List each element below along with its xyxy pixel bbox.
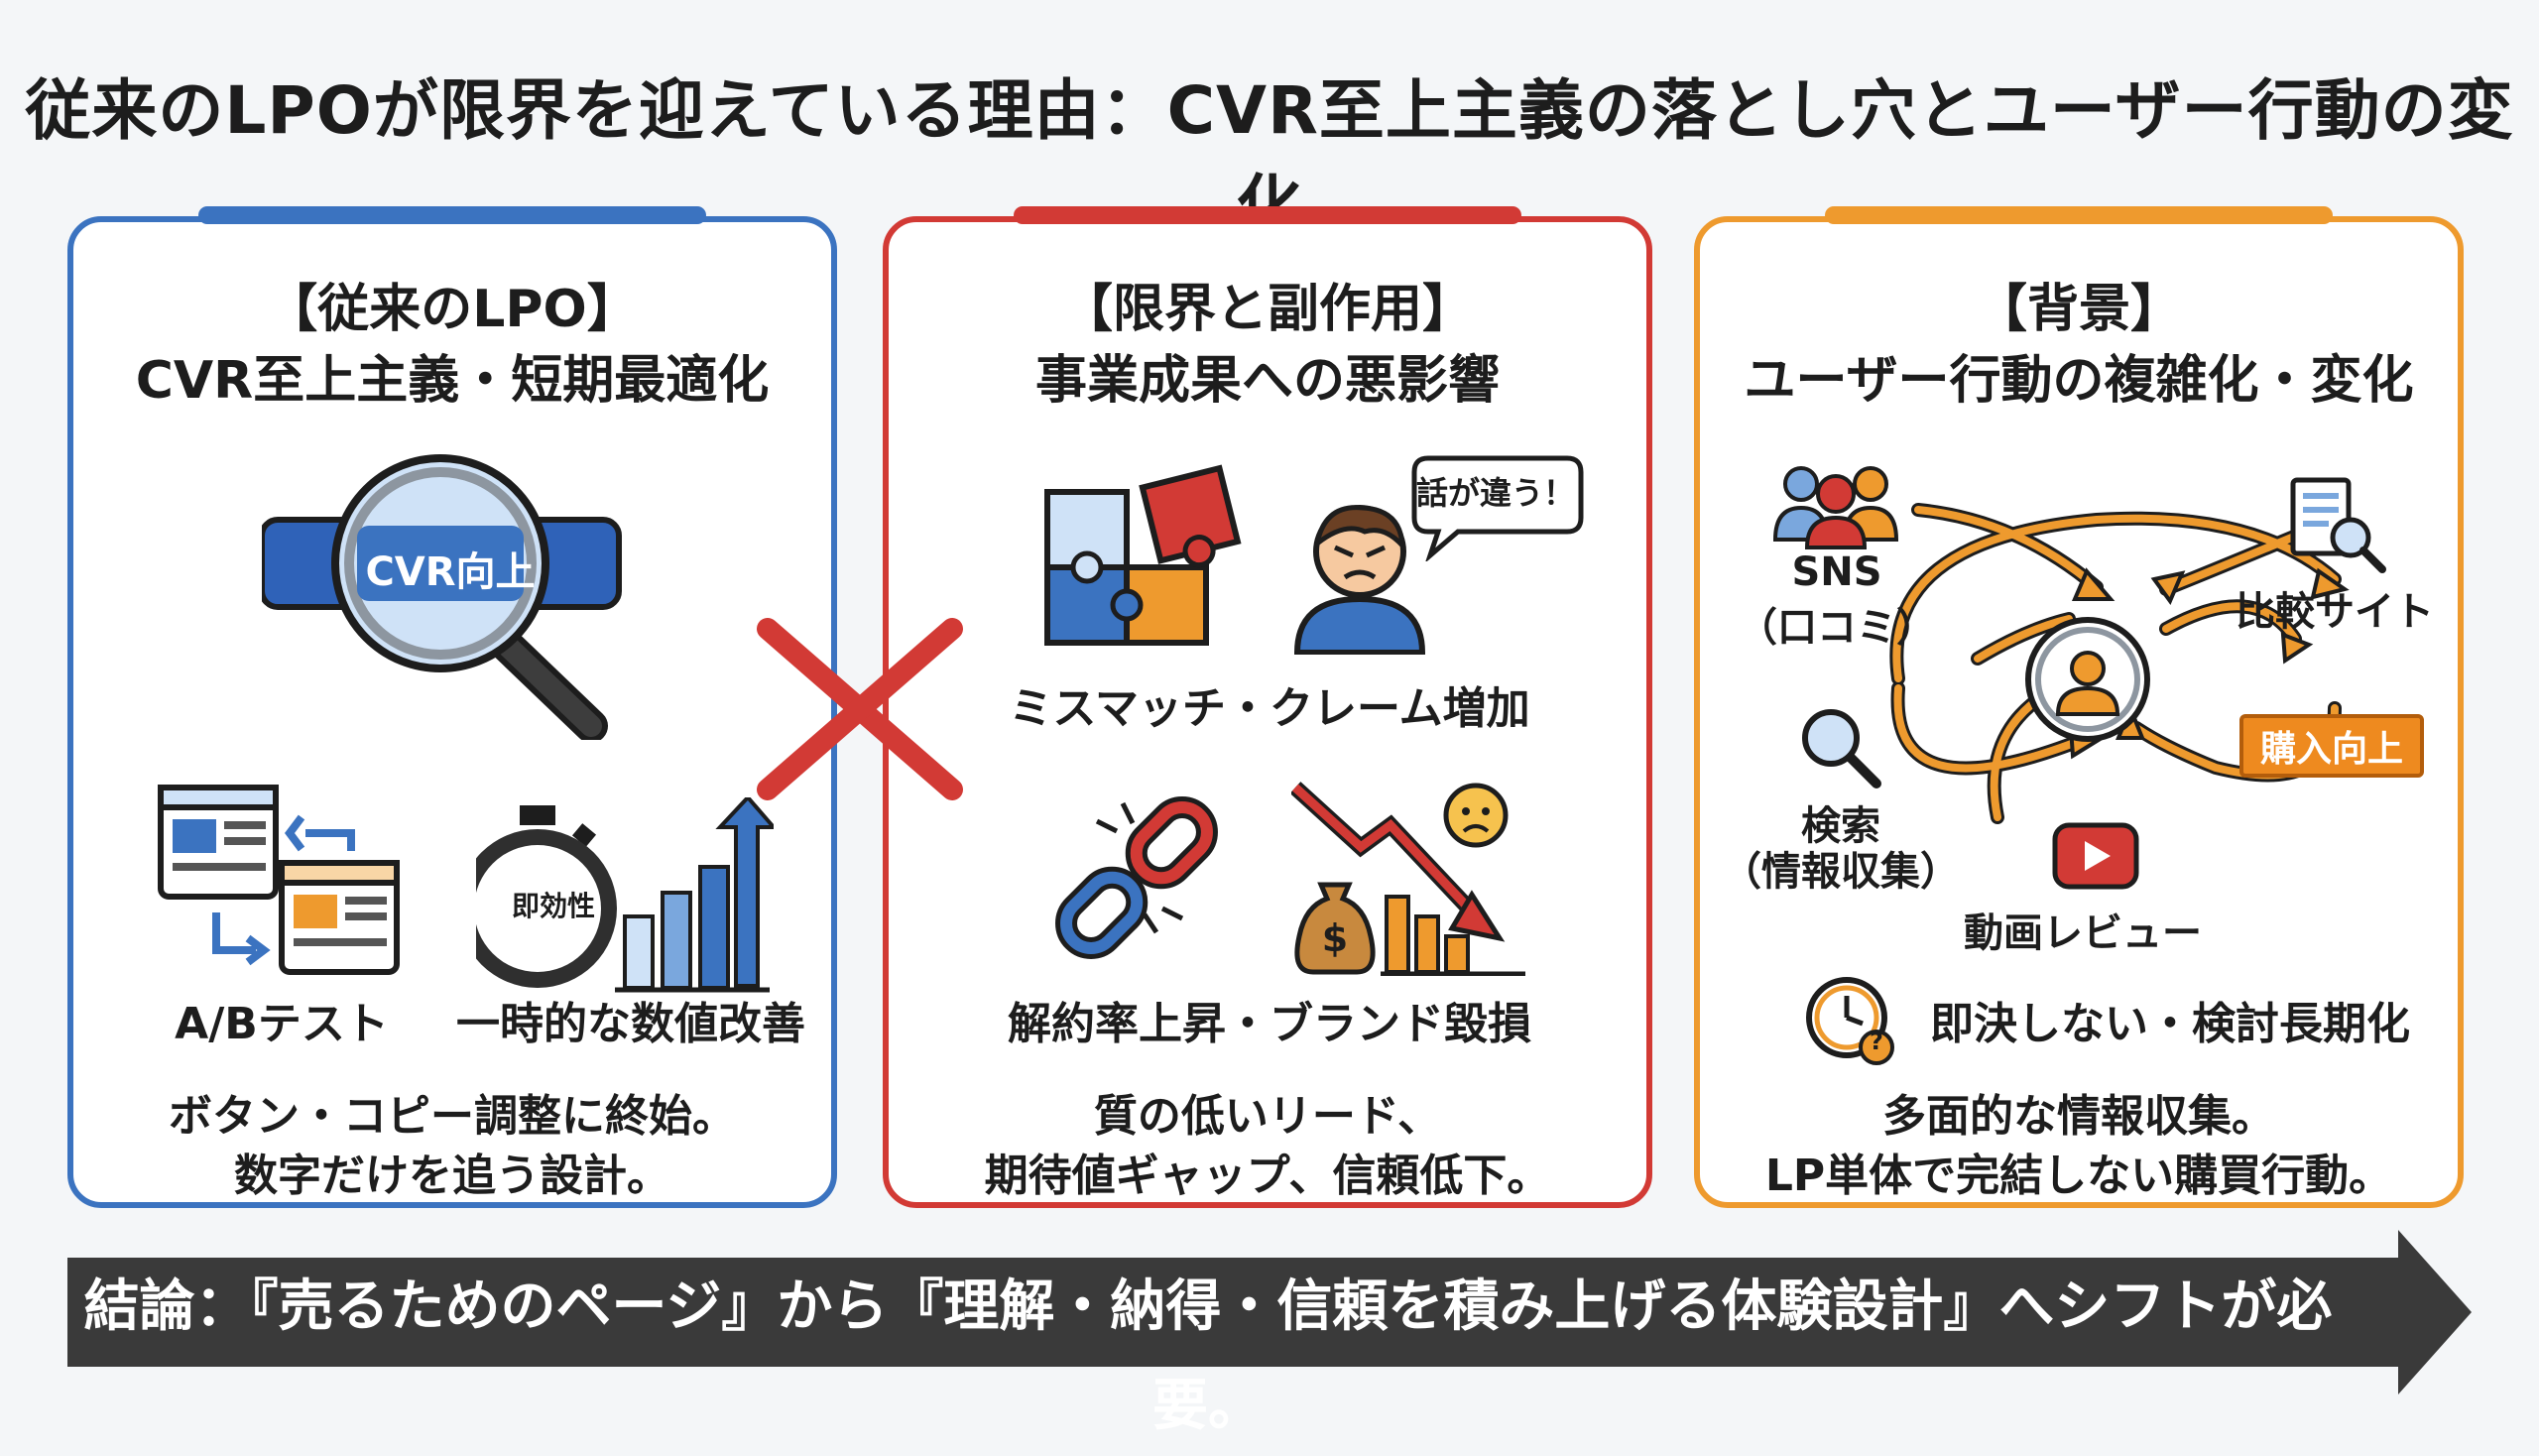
dollar-sign-icon: $ xyxy=(1321,916,1349,960)
panel-heading-line1: 【限界と副作用】 xyxy=(1060,280,1474,339)
node-search-label: 検索 xyxy=(1801,803,1880,849)
search-icon xyxy=(1802,709,1881,789)
magnifier-icon xyxy=(262,454,622,740)
temporary-improvement-label: 一時的な数値改善 xyxy=(456,999,805,1049)
panel-limits: 【限界と副作用】 事業成果への悪影響 話が違う！ ミスマッチ・クレーム増加 xyxy=(883,206,1652,1208)
stopwatch-chart-icon xyxy=(476,797,774,993)
magnifier-label: CVR向上 xyxy=(365,549,536,595)
conclusion-text: 結論：『売るためのページ』から『理解・納得・信頼を積み上げる体験設計』へシフトが… xyxy=(83,1274,2333,1438)
description-line2: 数字だけを追う設計。 xyxy=(234,1151,670,1201)
cross-mark-icon xyxy=(757,618,963,800)
people-icon xyxy=(1772,466,1899,549)
node-sns-sub-label: （口コミ） xyxy=(1738,605,1936,651)
panel-background: 【背景】 ユーザー行動の複雑化・変化 xyxy=(1694,206,2464,1208)
panel-description: 多面的な情報収集。 LP単体で完結しない購買行動。 xyxy=(1700,1087,2458,1206)
mismatch-label: ミスマッチ・クレーム増加 xyxy=(1009,683,1530,734)
clock-icon xyxy=(1806,977,1894,1065)
panel-description: 質の低いリード、 期待値ギャップ、信頼低下。 xyxy=(889,1087,1646,1206)
question-mark-icon: ? xyxy=(1870,1028,1883,1055)
angry-customer-icon xyxy=(1293,505,1426,655)
panel-heading: 【従来のLPO】 CVR至上主義・短期最適化 xyxy=(73,274,831,417)
node-compare-label: 比較サイト xyxy=(2236,589,2434,635)
node-purchase-label: 購入向上 xyxy=(2259,729,2404,770)
declining-chart-icon xyxy=(1291,782,1525,976)
puzzle-icon xyxy=(1044,464,1242,646)
ab-test-label: A/Bテスト xyxy=(175,999,389,1049)
panel-heading: 【限界と副作用】 事業成果への悪影響 xyxy=(889,274,1646,417)
node-sns-label: SNS xyxy=(1791,549,1882,595)
purchase-badge xyxy=(2239,714,2424,778)
panel-heading: 【背景】 ユーザー行動の複雑化・変化 xyxy=(1700,274,2458,417)
panel-tab xyxy=(1014,206,1521,224)
description-line1: 多面的な情報収集。 xyxy=(1882,1091,2275,1142)
video-icon xyxy=(2052,822,2139,890)
panel-heading-line2: ユーザー行動の複雑化・変化 xyxy=(1744,351,2414,411)
panel-heading-line2: 事業成果への悪影響 xyxy=(1034,351,1500,411)
description-line1: ボタン・コピー調整に終始。 xyxy=(169,1091,736,1142)
user-icon xyxy=(2025,617,2150,742)
panel-heading-line1: 【背景】 xyxy=(1975,280,2182,339)
conclusion-arrow xyxy=(67,1230,2472,1395)
page-title: 従来のLPOが限界を迎えている理由：CVR至上主義の落とし穴とユーザー行動の変化 xyxy=(25,72,2514,244)
panel-heading-line2: CVR至上主義・短期最適化 xyxy=(135,351,770,411)
node-search-sub-label: （情報収集） xyxy=(1722,849,1960,895)
long-consideration-label: 即決しない・検討長期化 xyxy=(1930,999,2410,1049)
panel-heading-line1: 【従来のLPO】 xyxy=(266,280,639,339)
panel-traditional-lpo: 【従来のLPO】 CVR至上主義・短期最適化 CVR向上 xyxy=(67,206,837,1208)
comparison-site-icon xyxy=(2290,477,2386,573)
description-line2: LP単体で完結しない購買行動。 xyxy=(1764,1151,2393,1201)
broken-chain-icon xyxy=(1055,796,1218,959)
description-line1: 質の低いリード、 xyxy=(1093,1091,1442,1142)
ab-test-icon xyxy=(158,785,400,975)
speech-bubble-text: 話が違う！ xyxy=(1415,474,1576,512)
stopwatch-label: 即効性 xyxy=(511,890,596,922)
panel-tab xyxy=(198,206,706,224)
node-video-label: 動画レビュー xyxy=(1964,910,2202,956)
description-line2: 期待値ギャップ、信頼低下。 xyxy=(984,1151,1551,1201)
panel-description: ボタン・コピー調整に終始。 数字だけを追う設計。 xyxy=(73,1087,831,1206)
churn-label: 解約率上昇・ブランド毀損 xyxy=(1008,999,1531,1049)
panel-tab xyxy=(1825,206,2333,224)
speech-bubble-icon xyxy=(1411,455,1584,561)
